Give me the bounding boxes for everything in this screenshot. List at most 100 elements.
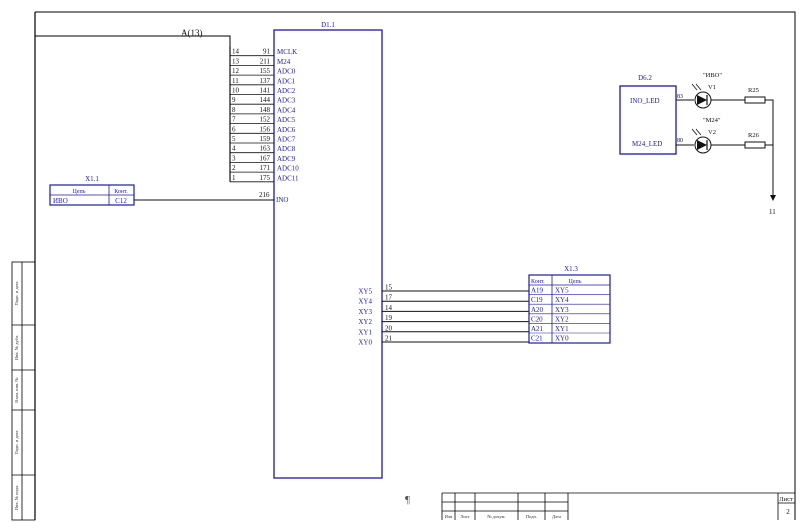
d1-signal-label: ADC6 <box>277 126 296 134</box>
d1-pin-number: 155 <box>260 67 271 75</box>
xy-pin-number: 21 <box>385 335 393 343</box>
x13-net: XY1 <box>555 325 569 333</box>
d1-bus-wire-number: 10 <box>232 87 240 95</box>
d1-bus-wire-number: 14 <box>232 48 240 56</box>
d1-pin-number: 159 <box>260 135 271 143</box>
d1-pin-number: 156 <box>260 125 271 133</box>
led-v1-caption: "ИВО" <box>703 72 722 79</box>
xy-pin-number: 14 <box>385 304 393 312</box>
resistor-r25[interactable] <box>744 96 766 104</box>
d62-pin-top-number: 83 <box>677 94 683 100</box>
d1-block[interactable] <box>273 29 383 479</box>
d1-signal-label: ADC7 <box>277 136 296 144</box>
d1-bus-wire-number: 9 <box>232 96 236 104</box>
x13-contact: C20 <box>531 315 543 323</box>
resistor-r26[interactable] <box>744 141 766 149</box>
d1-bus-wire-number: 2 <box>232 164 236 172</box>
x13-net: XY5 <box>555 287 569 295</box>
ino-pin-number: 216 <box>259 191 270 199</box>
d1-pin-number: 148 <box>260 106 271 114</box>
d62-title: D6.2 <box>638 74 652 82</box>
ground-label: 11 <box>769 208 776 216</box>
xy-signal-label: XY4 <box>358 298 372 306</box>
x13-contact: C19 <box>531 296 543 304</box>
d1-pin-number: 152 <box>260 116 271 124</box>
x11-contact: C12 <box>115 197 127 205</box>
led-v1[interactable] <box>676 83 745 109</box>
d1-pin-number: 211 <box>260 57 271 65</box>
d1-signal-label: ADC2 <box>277 87 296 95</box>
d1-signal-label: ADC4 <box>277 106 296 114</box>
d62-pin-top-label: INO_LED <box>630 97 660 105</box>
d1-signal-label: ADC1 <box>277 77 296 85</box>
d1-pin-number: 91 <box>263 48 271 56</box>
bus-label: A(13) <box>181 28 203 38</box>
x13-title: X1.3 <box>564 265 578 273</box>
side-stamp-label: Инв. № подл. <box>14 485 19 511</box>
d1-bus-wire-number: 13 <box>232 57 240 65</box>
side-stamp-label: Подп. и дата <box>14 430 19 454</box>
x11-header-contact: Конт. <box>114 189 128 195</box>
xy-pin-number: 15 <box>385 284 393 292</box>
title-block-column-label: № докум. <box>487 514 505 519</box>
d1-signal-label: ADC10 <box>277 165 299 173</box>
side-stamp-label: Подп. и дата <box>14 281 19 305</box>
d1-bus-wire-number: 3 <box>232 154 236 162</box>
title-block-column-label: Дата <box>552 514 561 519</box>
d1-bus-wire-number: 5 <box>232 135 236 143</box>
xy-signal-label: XY3 <box>358 308 372 316</box>
pilcrow-mark: ¶ <box>405 494 410 506</box>
x13-contact: A21 <box>531 325 544 333</box>
xy-signal-label: XY2 <box>358 318 372 326</box>
d62-block[interactable] <box>619 85 677 155</box>
led-v2-caption: "M24" <box>703 117 721 124</box>
side-stamp-label: Взам. инв. № <box>14 377 19 402</box>
x13-net: XY3 <box>555 306 569 314</box>
title-block-column-label: Изм <box>445 514 453 519</box>
led-v1-ref: V1 <box>708 84 716 91</box>
d1-signal-label: ADC5 <box>277 116 296 124</box>
d1-pin-number: 171 <box>260 164 271 172</box>
x13-contact: A20 <box>531 306 544 314</box>
title-block: Изм Лист № докум. Подп. Дата <box>441 492 795 520</box>
d1-pin-number: 137 <box>260 77 271 85</box>
d1-bus-wire-number: 4 <box>232 145 236 153</box>
title-block-column-label: Подп. <box>526 514 537 519</box>
x11-title: X1.1 <box>85 175 99 183</box>
x13-header-contact: Конт. <box>531 279 545 285</box>
x11-connector[interactable] <box>49 184 135 206</box>
led-v2[interactable] <box>676 128 745 154</box>
d1-pin-number: 167 <box>260 154 271 162</box>
d1-bus-wire-number: 7 <box>232 116 236 124</box>
d1-signal-label: ADC8 <box>277 145 296 153</box>
d1-signal-label: MCLK <box>277 48 297 56</box>
xy-pin-number: 20 <box>385 324 393 332</box>
title-block-column-label: Лист <box>460 514 469 519</box>
xy-signal-label: XY0 <box>358 339 372 347</box>
side-stamp-label: Инв. № дубл. <box>14 335 19 360</box>
resistor-r26-label: R26 <box>748 132 760 139</box>
d1-signal-label: ADC0 <box>277 68 296 76</box>
d1-title: D1.1 <box>321 21 335 29</box>
d1-bus-wire-number: 8 <box>232 106 236 114</box>
sheet-number: 2 <box>786 508 790 516</box>
x13-net: XY0 <box>555 335 569 343</box>
led-v2-ref: V2 <box>708 129 716 136</box>
d1-bus-wire-number: 1 <box>232 174 236 182</box>
xy-signal-label: XY1 <box>358 328 372 336</box>
d62-pin-bottom-number: 80 <box>677 138 683 144</box>
d1-pin-number: 144 <box>260 96 271 104</box>
d1-signal-label: M24 <box>277 58 291 66</box>
sheet-frame <box>34 11 796 520</box>
d1-bus-wire-number: 11 <box>232 77 239 85</box>
x13-header-net: Цепь <box>569 279 582 285</box>
xy-signal-label: XY5 <box>358 288 372 296</box>
x13-net: XY2 <box>555 315 569 323</box>
d1-signal-label: ADC9 <box>277 155 296 163</box>
